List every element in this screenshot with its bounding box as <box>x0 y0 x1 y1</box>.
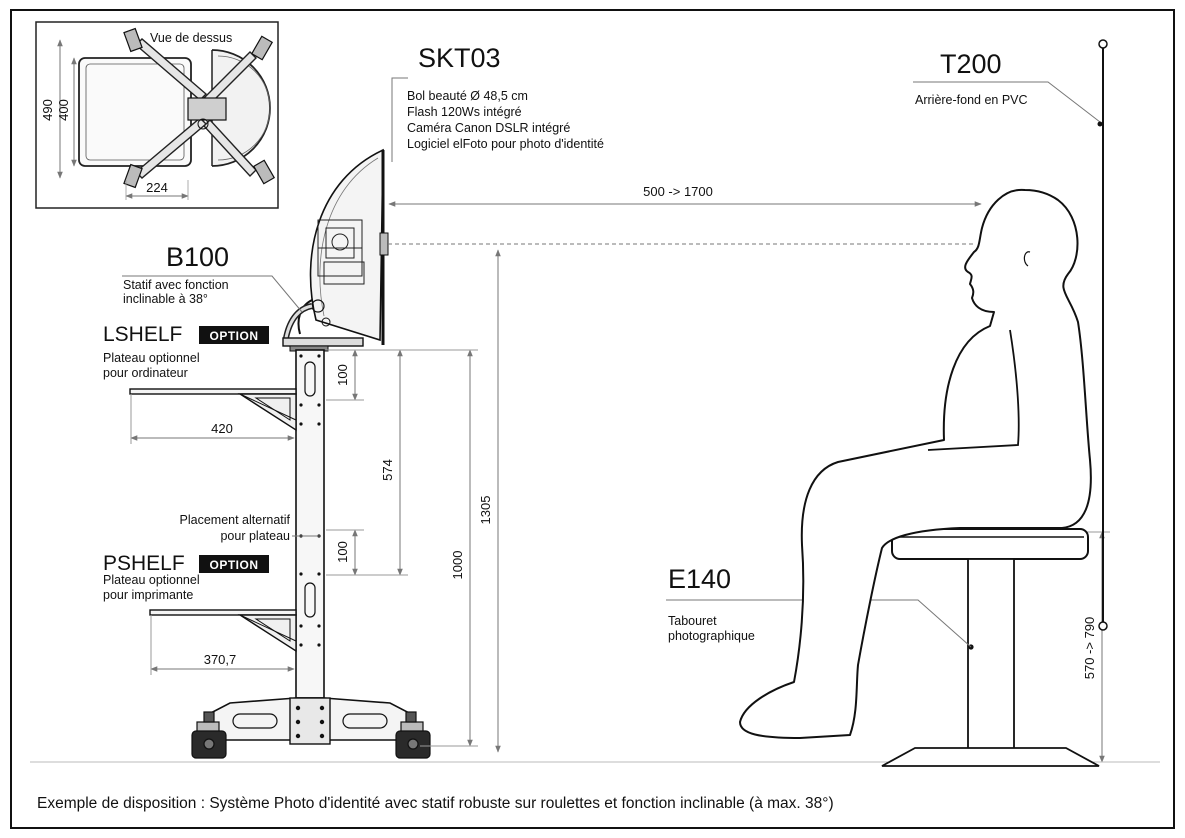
pshelf-desc-1: Plateau optionnel <box>103 573 200 587</box>
seated-person <box>739 188 1092 739</box>
b100-desc-2: inclinable à 38° <box>123 292 208 306</box>
dim-1305: 1305 <box>478 496 493 525</box>
e140-label: E140 Tabouret photographique <box>666 564 972 648</box>
e140-desc-2: photographique <box>668 629 755 643</box>
dim-100b: 100 <box>335 541 350 563</box>
dim-490: 490 <box>40 99 55 121</box>
skt03-line-2: Flash 120Ws intégré <box>407 105 522 119</box>
dim-100a: 100 <box>335 364 350 386</box>
b100-label: B100 Statif avec fonction inclinable à 3… <box>122 242 303 313</box>
top-view-inset: Vue de dessus 490 400 224 <box>35 21 279 209</box>
lshelf-label: LSHELF OPTION Plateau optionnel pour ord… <box>103 323 269 380</box>
dim-574: 574 <box>380 459 395 481</box>
dimension-labels: 500 -> 1700 100 574 100 1000 1305 420 37… <box>204 184 1097 679</box>
pshelf-option-badge <box>199 555 269 573</box>
dim-420: 420 <box>211 421 233 436</box>
skt03-line-1: Bol beauté Ø 48,5 cm <box>407 89 528 103</box>
dim-seat-range: 570 -> 790 <box>1082 617 1097 680</box>
pshelf-badge-text: OPTION <box>209 558 258 572</box>
pshelf-label: PSHELF OPTION Plateau optionnel pour imp… <box>103 552 269 602</box>
dim-400: 400 <box>56 99 71 121</box>
skt03-line-4: Logiciel elFoto pour photo d'identité <box>407 137 604 151</box>
skt03-label: SKT03 Bol beauté Ø 48,5 cm Flash 120Ws i… <box>391 43 604 162</box>
e140-desc-1: Tabouret <box>668 614 717 628</box>
dim-370: 370,7 <box>204 652 237 667</box>
top-view-title: Vue de dessus <box>150 31 232 45</box>
alt-line-2: pour plateau <box>220 529 290 543</box>
t200-title: T200 <box>940 49 1002 79</box>
lshelf-desc-1: Plateau optionnel <box>103 351 200 365</box>
dim-224: 224 <box>146 180 168 195</box>
lshelf-desc-2: pour ordinateur <box>103 366 188 380</box>
e140-title: E140 <box>668 564 731 594</box>
t200-label: T200 Arrière-fond en PVC <box>913 49 1101 123</box>
camera-bowl <box>297 148 389 345</box>
lshelf-option-badge <box>199 326 269 344</box>
b100-desc-1: Statif avec fonction <box>123 278 229 292</box>
pshelf-title: PSHELF <box>103 552 185 575</box>
dim-distance: 500 -> 1700 <box>643 184 713 199</box>
lshelf-badge-text: OPTION <box>209 329 258 343</box>
caption: Exemple de disposition : Système Photo d… <box>37 795 834 812</box>
skt03-title: SKT03 <box>418 43 501 73</box>
tilt-arc <box>283 303 313 339</box>
stand <box>191 337 431 759</box>
pshelf-tray <box>149 609 297 653</box>
pshelf-desc-2: pour imprimante <box>103 588 193 602</box>
alt-placement-label: Placement alternatif pour plateau <box>180 513 320 543</box>
caption-text: Exemple de disposition : Système Photo d… <box>37 795 834 812</box>
alt-line-1: Placement alternatif <box>180 513 291 527</box>
b100-title: B100 <box>166 242 229 272</box>
dim-1000: 1000 <box>450 551 465 580</box>
skt03-line-3: Caméra Canon DSLR intégré <box>407 121 570 135</box>
stool <box>881 528 1100 767</box>
lshelf-tray <box>129 388 297 432</box>
lshelf-title: LSHELF <box>103 323 182 346</box>
t200-desc: Arrière-fond en PVC <box>915 93 1028 107</box>
backdrop-pole <box>1097 39 1108 631</box>
